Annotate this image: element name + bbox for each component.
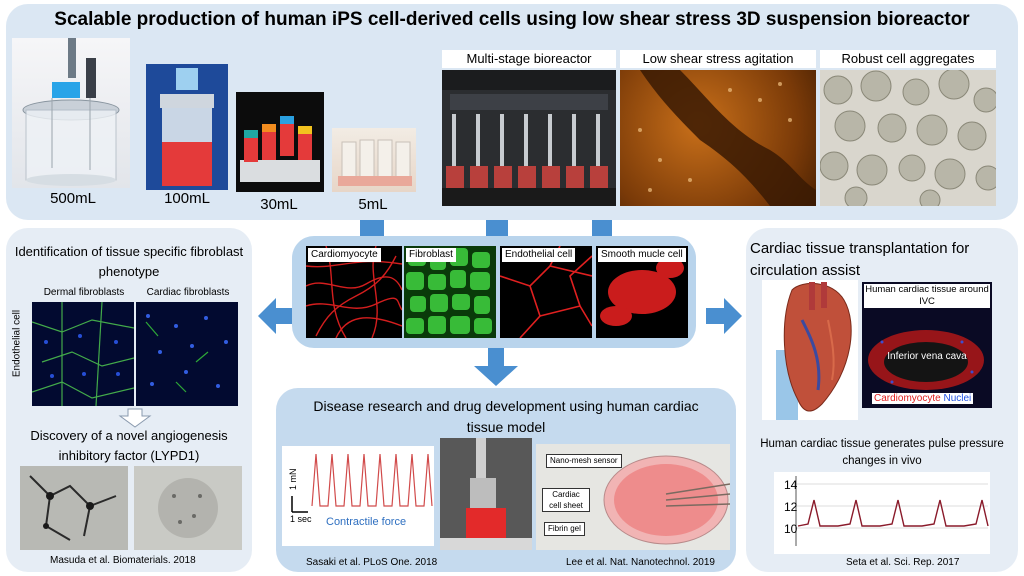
bioreactor-30ml-photo — [236, 92, 324, 192]
contractile-force-chart — [282, 446, 434, 546]
caption-robust-aggregates: Robust cell aggregates — [820, 50, 996, 68]
ivc-caption: Human cardiac tissue around IVC — [864, 284, 990, 308]
bottom-heading: Disease research and drug development us… — [313, 398, 699, 435]
connector-mid — [486, 220, 508, 236]
cell-label-cardiomyocyte: Cardiomyocyte — [308, 248, 381, 262]
bioreactor-label-500ml: 500mL — [50, 190, 96, 207]
cell-label-fibroblast: Fibroblast — [406, 248, 456, 262]
row-label-endothelial: Endothelial cell — [11, 309, 23, 378]
pulse-pressure-chart — [774, 472, 990, 554]
cell-label-endothelial: Endothelial cell — [502, 248, 576, 262]
connector-left — [360, 220, 384, 236]
y-tick-12: 12 — [784, 500, 798, 514]
outline-arrow-down-icon — [118, 408, 152, 428]
y-tick-14: 14 — [784, 478, 798, 492]
arrow-left-icon — [258, 298, 292, 334]
citation-lee: Lee et al. Nat. Nanotechnol. 2019 — [566, 557, 715, 568]
right-heading: Cardiac tissue transplantation for circu… — [750, 240, 970, 279]
caption-multi-stage: Multi-stage bioreactor — [442, 50, 616, 68]
cardiac-fibroblast-image — [136, 302, 238, 406]
connector-right — [592, 220, 612, 236]
citation-seta: Seta et al. Sci. Rep. 2017 — [846, 557, 960, 568]
force-measurement-rig-photo — [440, 438, 532, 550]
scale-mn-label: 1 mN — [288, 468, 298, 490]
discovery-text: Discovery of a novel angiogenesis inhibi… — [30, 428, 228, 463]
legend-cardiomyocyte: Cardiomyocyte — [874, 393, 941, 404]
pulse-heading: Human cardiac tissue generates pulse pre… — [760, 438, 1004, 467]
citation-sasaki: Sasaki et al. PLoS One. 2018 — [306, 557, 438, 568]
left-heading: Identification of tissue specific fibrob… — [14, 244, 244, 279]
bioreactor-100ml-photo — [146, 64, 228, 190]
angiogenesis-control-image — [20, 466, 128, 550]
sensor-label-fibrin: Fibrin gel — [544, 522, 585, 536]
angiogenesis-lypd1-image — [134, 466, 242, 550]
dermal-fibroblast-image — [32, 302, 134, 406]
bioreactor-label-30ml: 30mL — [260, 196, 298, 213]
low-shear-agitation-photo — [620, 70, 816, 206]
scale-sec-label: 1 sec — [290, 514, 312, 524]
legend-nuclei: Nuclei — [943, 393, 972, 404]
arrow-right-icon — [706, 298, 742, 334]
bioreactor-500ml-photo — [12, 38, 130, 188]
citation-masuda: Masuda et al. Biomaterials. 2018 — [50, 555, 196, 566]
col-label-dermal: Dermal fibroblasts — [43, 287, 125, 298]
ivc-inner-label: Inferior vena cava — [887, 351, 967, 362]
cell-label-smooth-muscle: Smooth mucle cell — [598, 248, 686, 262]
bioreactor-5ml-photo — [332, 128, 416, 192]
contractile-force-label: Contractile force — [326, 516, 407, 528]
y-tick-10: 10 — [784, 522, 798, 536]
robust-aggregates-photo — [820, 70, 996, 206]
bioreactor-label-100ml: 100mL — [164, 190, 210, 207]
heart-illustration — [762, 280, 858, 420]
bioreactor-label-5ml: 5mL — [358, 196, 388, 213]
multi-stage-bioreactor-photo — [442, 70, 616, 206]
sensor-label-cell-sheet: Cardiac cell sheet — [542, 488, 590, 512]
ivc-legend: Cardiomyocyte Nuclei — [872, 393, 974, 404]
caption-low-shear: Low shear stress agitation — [620, 50, 816, 68]
col-label-cardiac: Cardiac fibroblasts — [146, 287, 230, 298]
page-title: Scalable production of human iPS cell-de… — [54, 9, 970, 30]
sensor-label-nanomesh: Nano-mesh sensor — [546, 454, 622, 468]
arrow-down-icon — [474, 348, 518, 386]
